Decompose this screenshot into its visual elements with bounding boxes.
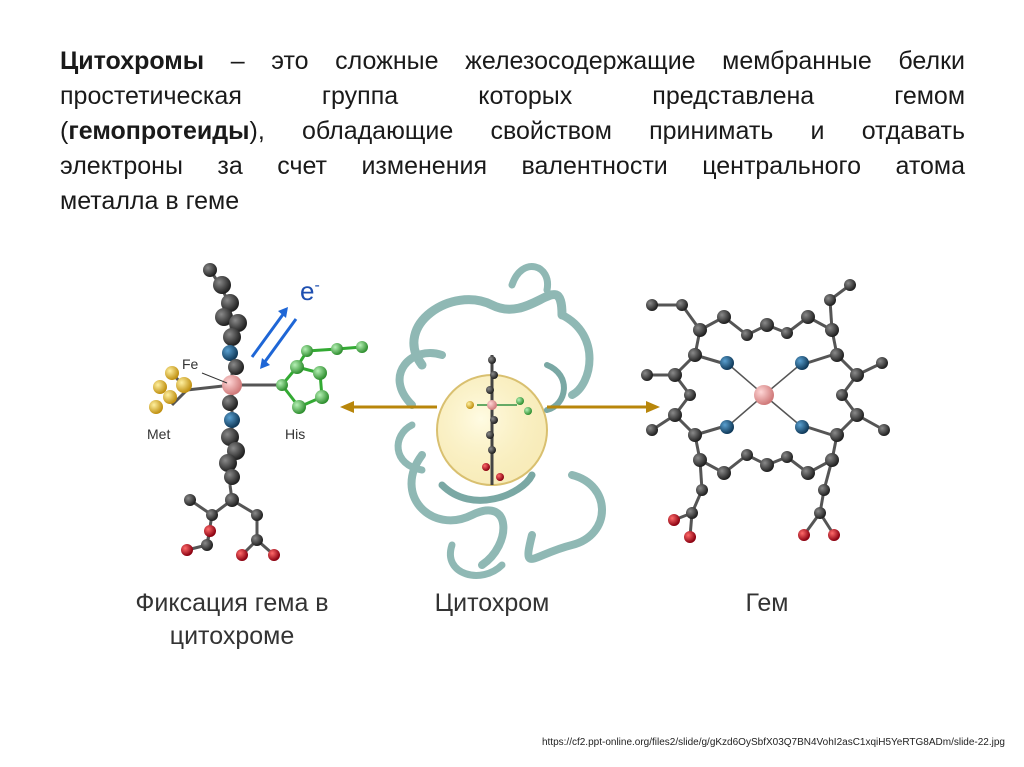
embedded-heme [466,355,532,485]
heme-fixation-atoms [149,263,368,561]
zoom-arrows [340,401,660,413]
label-met: Met [147,426,170,442]
heme-fixation-model [170,269,363,557]
caption-left-line-1: Фиксация гема в [135,589,329,617]
text-line-2: простетическая группа которых представле… [60,82,965,110]
label-electron: e- [300,276,320,306]
line1-text: – это сложные железосодержащие мембранны… [204,47,965,75]
heme-iron-atom [754,385,774,405]
label-his: His [285,426,305,442]
line3-text: ), обладающие свойством принимать и отда… [249,117,965,145]
cytochrome-figure: Fe Met His e- [92,245,934,663]
source-link[interactable]: https://cf2.ppt-online.org/files2/slide/… [541,737,1005,748]
term-bold: Цитохромы [60,47,205,75]
fe-pointer [201,372,228,384]
text-line-5: металла в геме [60,187,240,215]
caption-heme: Гем [745,589,789,617]
text-line-3: (гемопротеиды), обладающие свойством при… [60,114,965,149]
caption-cytochrome: Цитохром [434,589,550,617]
line3-open: ( [60,117,69,145]
heme-atoms [641,279,890,543]
figure-svg: Fe Met His e- [147,263,890,579]
protein-ribbon [394,263,606,579]
label-fe: Fe [182,356,199,372]
text-line-1: Цитохромы – это сложные железосодержащие… [60,44,965,79]
electron-transfer-arrow [250,307,298,369]
caption-heme-fixation: Фиксация гема в цитохроме [112,587,352,653]
hemoprotein-bold: гемопротеиды [68,117,250,145]
slide-text: Цитохромы – это сложные железосодержащие… [60,44,965,219]
iron-atom [222,375,242,395]
caption-left-line-2: цитохроме [169,622,295,650]
text-line-4: электроны за счет изменения валентности … [60,152,965,180]
